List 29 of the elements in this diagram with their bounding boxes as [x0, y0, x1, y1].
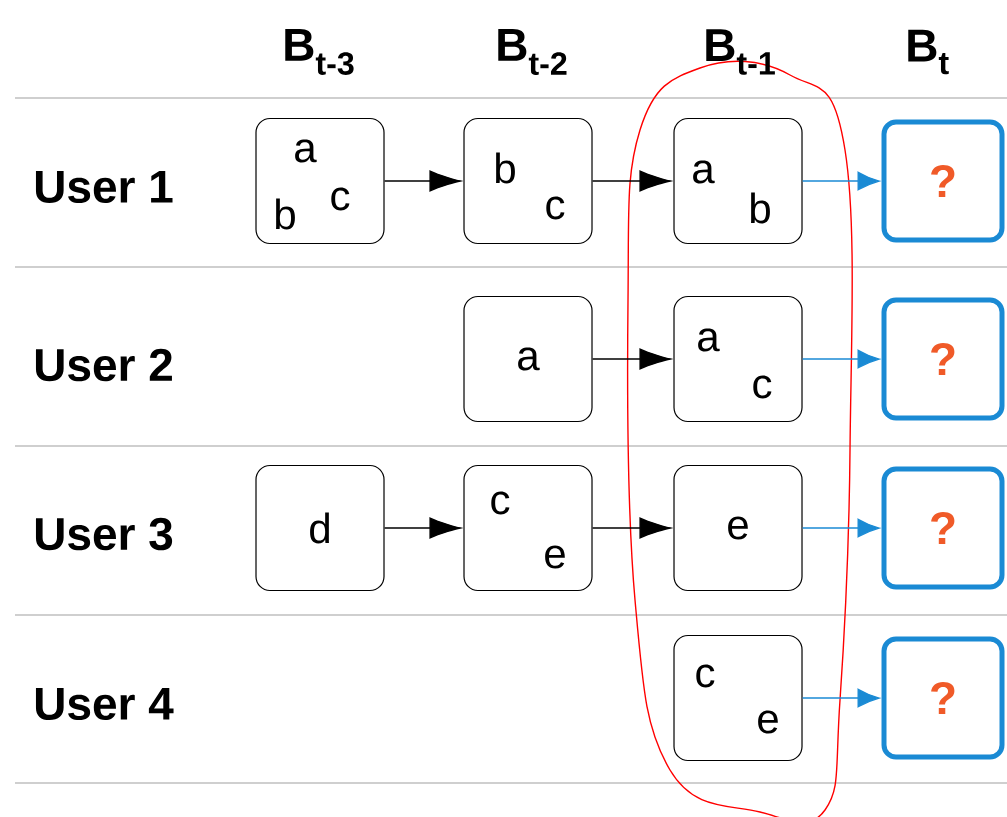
prediction-box: ? — [881, 119, 1005, 243]
item-set-box: a b c — [255, 117, 385, 245]
column-header: B$_{t-2}$ — [498, 29, 567, 75]
item-set-box: c e — [673, 634, 803, 762]
row-label: User 1 — [35, 170, 173, 204]
item-set-box: a c — [673, 295, 803, 423]
item-set-box: e — [673, 464, 803, 592]
arrow — [591, 517, 671, 539]
arrow — [801, 688, 880, 708]
prediction-box: ? — [881, 466, 1005, 590]
item-set-box: b c — [463, 117, 593, 245]
prediction-box: ? — [881, 297, 1005, 421]
item-set-box: a b — [673, 117, 803, 245]
row-label: User 2 — [35, 348, 172, 382]
item-set-box: d — [255, 464, 385, 592]
row-label: User 3 — [35, 517, 173, 551]
row-label: User 4 — [35, 687, 174, 721]
arrow — [591, 348, 671, 370]
item-set-box: c e — [463, 464, 593, 592]
column-header: B$_{t}$ — [908, 29, 949, 75]
item-set-box: a — [463, 295, 593, 423]
arrow — [801, 349, 880, 369]
prediction-box: ? — [881, 636, 1005, 760]
arrow — [383, 517, 461, 539]
arrow — [801, 171, 880, 191]
arrow — [591, 170, 671, 192]
arrow — [801, 518, 880, 538]
arrow — [383, 170, 461, 192]
column-header: B$_{t-3}$ — [285, 29, 354, 75]
